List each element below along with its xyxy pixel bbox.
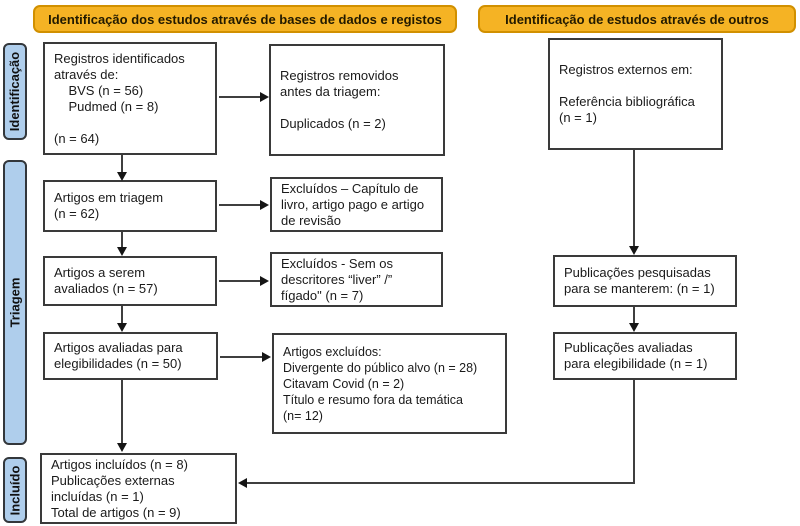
box-excluded-eligibility: Artigos excluídos: Divergente do público… <box>272 333 507 434</box>
banner-databases-registers: Identificação dos estudos através de bas… <box>33 5 457 33</box>
arrow-line <box>121 155 123 173</box>
arrow-line <box>633 380 635 484</box>
arrow-line <box>246 482 635 484</box>
box-excluded-screening: Excluídos – Capítulo de livro, artigo pa… <box>270 177 443 232</box>
arrow-line <box>633 150 635 247</box>
arrow-line <box>220 356 263 358</box>
box-records-identified: Registros identificados através de: BVS … <box>43 42 217 155</box>
arrow-line <box>121 306 123 324</box>
arrow-line <box>121 232 123 248</box>
stage-label-identification-text: Identificação <box>7 51 23 132</box>
box-included-total: Artigos incluídos (n = 8) Publicações ex… <box>40 453 237 524</box>
stage-label-included-text: Incluído <box>7 465 23 515</box>
stage-label-identification: Identificação <box>3 43 27 140</box>
arrow-head-right-icon <box>260 92 269 102</box>
arrow-head-right-icon <box>262 352 271 362</box>
banner-other-methods: Identificação de estudos através de outr… <box>478 5 796 33</box>
box-articles-screening: Artigos em triagem (n = 62) <box>43 180 217 232</box>
arrow-line <box>633 307 635 324</box>
arrow-head-down-icon <box>117 247 127 256</box>
arrow-head-down-icon <box>117 443 127 452</box>
box-external-assessed: Publicações avaliadas para elegibilidade… <box>553 332 737 380</box>
box-records-removed: Registros removidos antes da triagem: Du… <box>269 44 445 156</box>
box-articles-to-assess: Artigos a serem avaliados (n = 57) <box>43 256 217 306</box>
stage-label-screening-text: Triagem <box>7 277 23 328</box>
arrow-line <box>219 280 261 282</box>
stage-label-included: Incluído <box>3 457 27 523</box>
arrow-head-down-icon <box>117 172 127 181</box>
box-external-searched: Publicações pesquisadas para se manterem… <box>553 255 737 307</box>
arrow-head-right-icon <box>260 276 269 286</box>
arrow-line <box>121 380 123 444</box>
arrow-head-down-icon <box>629 323 639 332</box>
box-articles-eligibility: Artigos avaliadas para elegibilidades (n… <box>43 332 218 380</box>
arrow-line <box>219 204 261 206</box>
arrow-line <box>219 96 261 98</box>
arrow-head-down-icon <box>629 246 639 255</box>
stage-label-screening: Triagem <box>3 160 27 445</box>
box-excluded-descriptors: Excluídos - Sem os descritores “liver” /… <box>270 252 443 307</box>
box-external-records: Registros externos em: Referência biblio… <box>548 38 723 150</box>
arrow-head-right-icon <box>260 200 269 210</box>
arrow-head-down-icon <box>117 323 127 332</box>
arrow-head-left-icon <box>238 478 247 488</box>
